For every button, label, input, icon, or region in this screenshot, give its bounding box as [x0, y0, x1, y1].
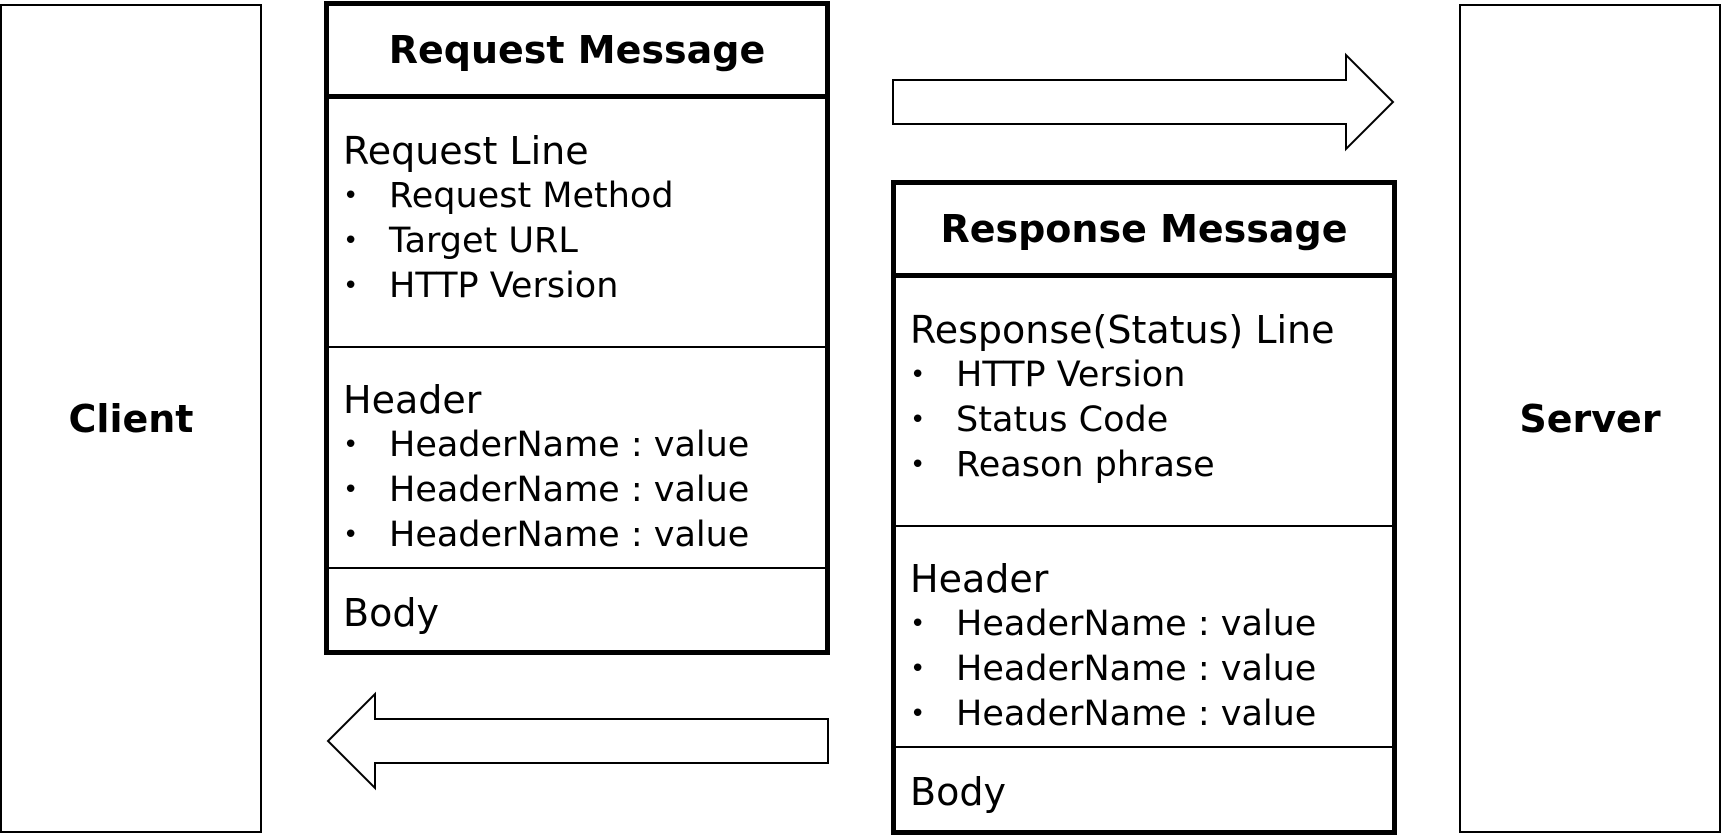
request-line-item: Target URL [343, 219, 825, 264]
response-message-box: Response Message Response(Status) Line H… [891, 180, 1397, 835]
client-box: Client [0, 4, 262, 833]
response-header-item: HeaderName : value [910, 602, 1392, 647]
request-header-item: HeaderName : value [343, 423, 825, 468]
request-line-item: HTTP Version [343, 264, 825, 309]
response-header-item: HeaderName : value [910, 692, 1392, 737]
response-body-section: Body [896, 746, 1392, 830]
request-line-list: Request Method Target URL HTTP Version [343, 174, 825, 309]
response-line-item: Reason phrase [910, 443, 1392, 488]
response-header-list: HeaderName : value HeaderName : value He… [910, 602, 1392, 737]
request-message-title: Request Message [329, 6, 825, 99]
request-header-item: HeaderName : value [343, 513, 825, 558]
request-message-box: Request Message Request Line Request Met… [324, 1, 830, 655]
arrow-right-icon [892, 52, 1395, 152]
response-header-item: HeaderName : value [910, 647, 1392, 692]
request-line-item: Request Method [343, 174, 825, 219]
client-label: Client [68, 396, 194, 441]
server-box: Server [1459, 4, 1721, 833]
request-header-section: Header HeaderName : value HeaderName : v… [329, 346, 825, 567]
request-line-title: Request Line [343, 129, 589, 173]
response-line-section: Response(Status) Line HTTP Version Statu… [896, 278, 1392, 525]
request-header-list: HeaderName : value HeaderName : value He… [343, 423, 825, 558]
response-body-title: Body [910, 770, 1006, 814]
request-body-section: Body [329, 567, 825, 650]
arrow-left-icon [326, 691, 829, 791]
request-body-title: Body [343, 591, 439, 635]
request-header-item: HeaderName : value [343, 468, 825, 513]
response-header-section: Header HeaderName : value HeaderName : v… [896, 525, 1392, 746]
response-line-item: HTTP Version [910, 353, 1392, 398]
server-label: Server [1519, 396, 1661, 441]
response-line-list: HTTP Version Status Code Reason phrase [910, 353, 1392, 488]
request-line-section: Request Line Request Method Target URL H… [329, 99, 825, 346]
response-line-title: Response(Status) Line [910, 308, 1335, 352]
request-header-title: Header [343, 378, 482, 422]
response-line-item: Status Code [910, 398, 1392, 443]
response-message-title: Response Message [896, 185, 1392, 278]
response-header-title: Header [910, 557, 1049, 601]
